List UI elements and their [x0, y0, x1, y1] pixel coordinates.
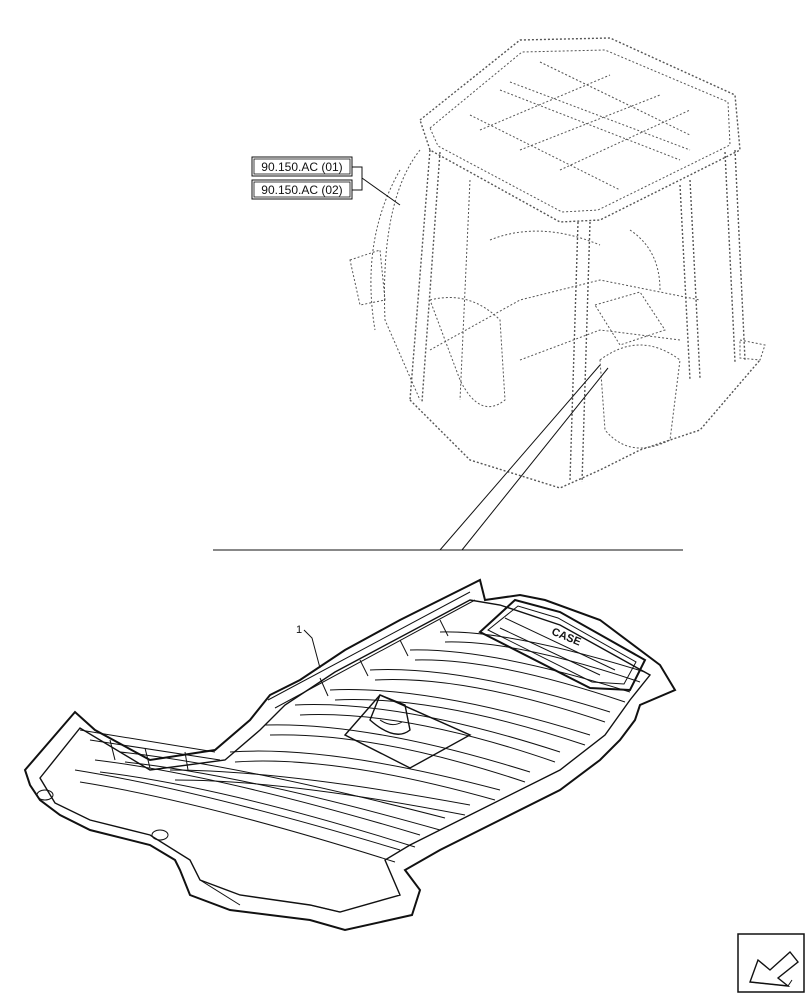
reference-bracket [352, 166, 363, 191]
reference-box-01[interactable]: 90.150.AC (01) [251, 156, 353, 177]
mat-ribs [74, 631, 646, 863]
callout-1[interactable]: 1 [296, 624, 321, 669]
callout-1-label: 1 [296, 624, 302, 636]
reference-leader [361, 177, 401, 206]
callout-1-leader [303, 629, 321, 669]
next-page-arrow-icon[interactable] [737, 933, 805, 993]
cab-assembly [349, 37, 766, 489]
reference-box-02[interactable]: 90.150.AC (02) [251, 179, 353, 200]
floor-mat [23, 578, 677, 932]
case-logo-panel: CASE [478, 598, 647, 692]
leader-line [439, 364, 601, 551]
leader-line [461, 367, 609, 551]
reference-label-01: 90.150.AC (01) [261, 160, 342, 174]
reference-label-02: 90.150.AC (02) [261, 183, 342, 197]
